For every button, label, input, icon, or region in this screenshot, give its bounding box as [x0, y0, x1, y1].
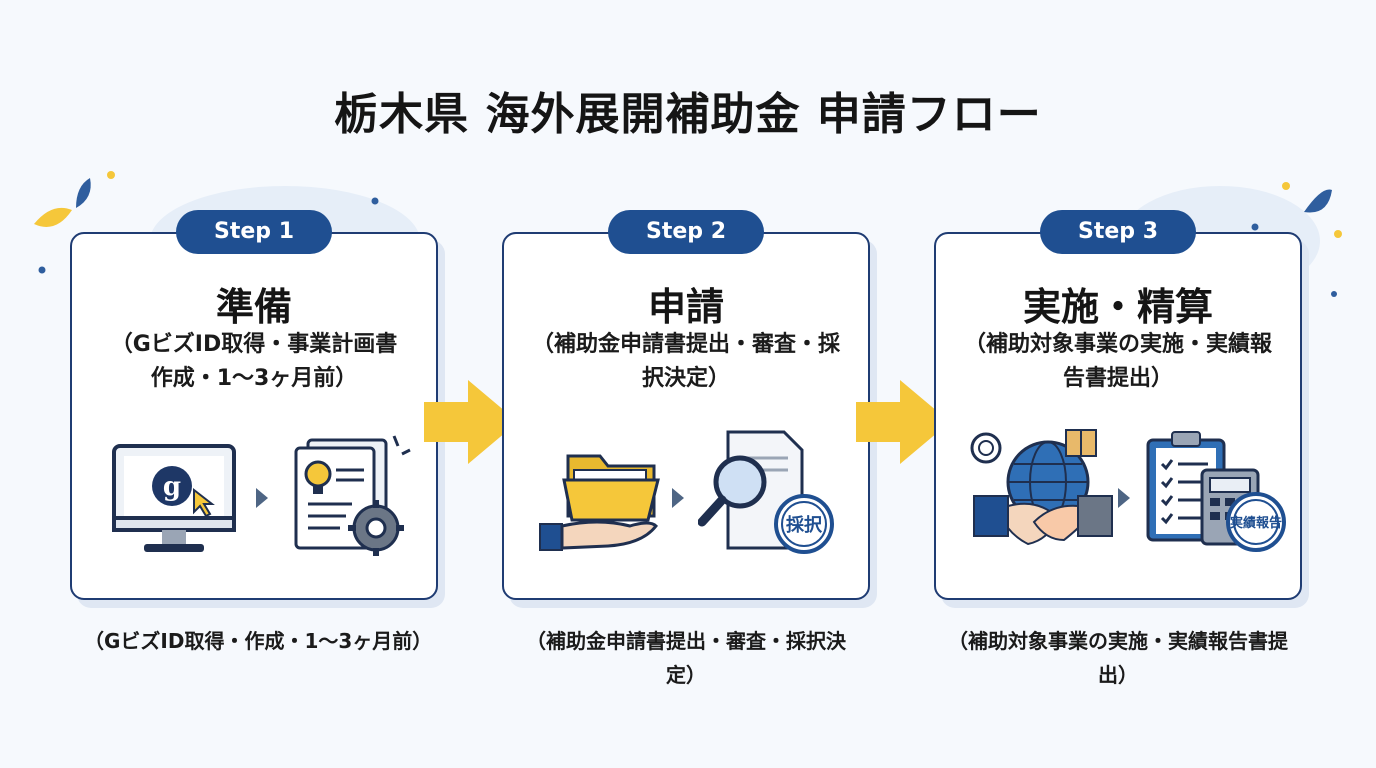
dot-decoration-icon — [371, 197, 379, 205]
leaf-decoration-icon — [34, 178, 91, 274]
leaf-decoration-icon — [1282, 182, 1342, 297]
clipboard-calculator-icon: 実績報告 — [1146, 431, 1286, 552]
step-badge: Step 1 — [176, 210, 332, 254]
flow-arrow-icon — [424, 380, 518, 464]
step-caption: （GビズID取得・作成・1〜3ヶ月前） — [84, 629, 433, 653]
report-stamp-text: 実績報告 — [1230, 515, 1282, 531]
g-logo-text: g — [163, 472, 181, 502]
document-lightbulb-gear-icon — [294, 435, 411, 556]
step-icons: 採択 — [504, 424, 868, 564]
step-icons: g — [72, 424, 436, 564]
step-description: （GビズID取得・事業計画書作成・1〜3ヶ月前） — [110, 332, 398, 391]
chevron-right-icon — [672, 488, 684, 508]
document-magnifier-icon: 採択 — [698, 430, 834, 554]
folder-hand-icon — [539, 454, 660, 551]
step-icons: 実績報告 — [936, 424, 1300, 564]
step-title: 申請 — [647, 285, 724, 329]
step-card-2: Step 2 申請 （補助金申請書提出・審査・採択決定） 採択 — [502, 210, 870, 600]
step-card-1: Step 1 準備 （GビズID取得・事業計画書作成・1〜3ヶ月前） g — [70, 210, 438, 600]
step-card-3: Step 3 実施・精算 （補助対象事業の実施・実績報告書提出） — [934, 210, 1302, 600]
adoption-stamp-text: 採択 — [786, 514, 823, 536]
step-description: （補助金申請書提出・審査・採択決定） — [532, 332, 841, 391]
globe-handshake-icon — [970, 429, 1113, 546]
step-title: 実施・精算 — [1022, 285, 1213, 329]
chevron-right-icon — [256, 488, 268, 508]
chevron-right-icon — [1118, 488, 1130, 508]
step-badge: Step 2 — [608, 210, 764, 254]
step-title: 準備 — [215, 285, 292, 329]
computer-monitor-icon: g — [112, 444, 236, 552]
dot-decoration-icon — [1251, 223, 1259, 231]
flow-arrow-icon — [856, 380, 950, 464]
dot-decoration-icon — [107, 171, 115, 179]
step-description: （補助対象事業の実施・実績報告書提出） — [964, 332, 1273, 391]
page-title: 栃木県 海外展開補助金 申請フロー — [334, 89, 1042, 140]
step-badge: Step 3 — [1040, 210, 1196, 254]
step-caption: （補助対象事業の実施・実績報告書提出） — [948, 629, 1288, 687]
step-caption: （補助金申請書提出・審査・採択決定） — [526, 629, 846, 687]
